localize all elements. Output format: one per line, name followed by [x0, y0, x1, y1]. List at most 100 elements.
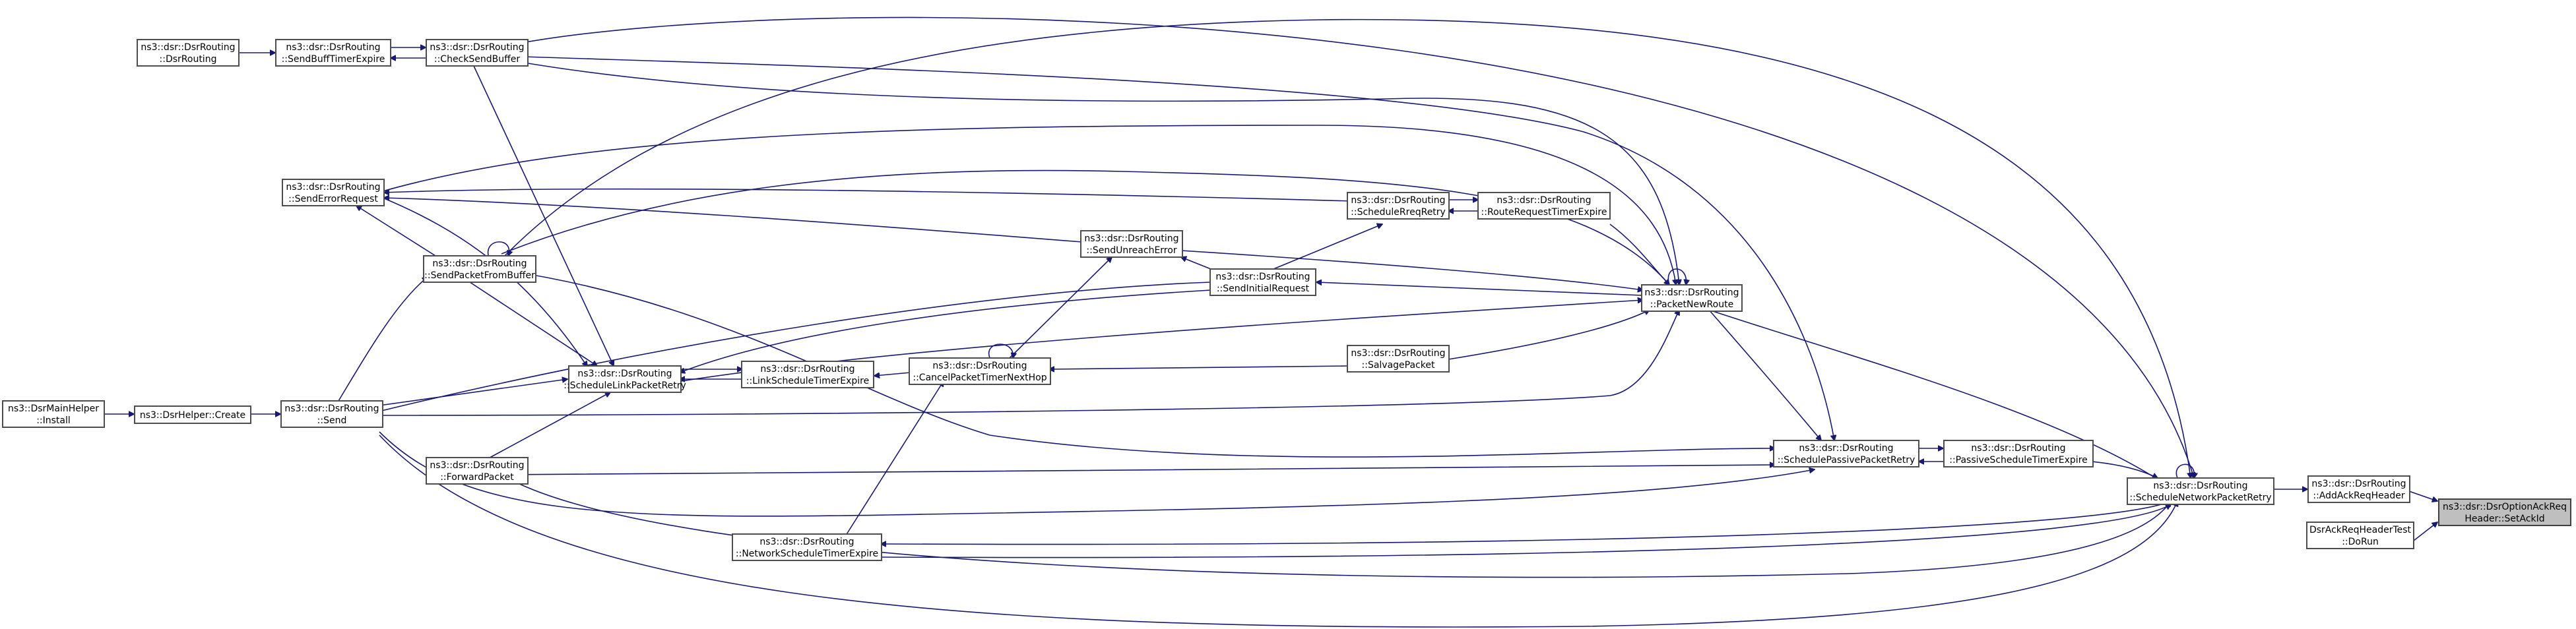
svg-text:ns3::dsr::DsrRouting: ns3::dsr::DsrRouting	[1215, 272, 1310, 282]
svg-text:::Send: ::Send	[317, 415, 347, 426]
node-cancelpackettimernexthop[interactable]: ns3::dsr::DsrRouting ::CancelPacketTimer…	[909, 357, 1051, 385]
svg-text:ns3::dsr::DsrRouting: ns3::dsr::DsrRouting	[1971, 443, 2065, 454]
svg-text:ns3::dsr::DsrRouting: ns3::dsr::DsrRouting	[430, 460, 524, 471]
svg-text:ns3::dsr::DsrRouting: ns3::dsr::DsrRouting	[284, 404, 379, 414]
edge-send-sendpacketfrombuffer	[336, 277, 428, 405]
svg-text:ns3::dsr::DsrRouting: ns3::dsr::DsrRouting	[932, 361, 1027, 371]
svg-text:ns3::dsr::DsrRouting: ns3::dsr::DsrRouting	[1497, 195, 1591, 206]
edge-networkscheduletimer-cancelpacket	[844, 381, 944, 538]
edge-sendpacketfrombuffer-packetnewroute	[501, 169, 1669, 285]
svg-text:::RouteRequestTimerExpire: ::RouteRequestTimerExpire	[1481, 207, 1607, 218]
svg-text:::ScheduleLinkPacketRetry: ::ScheduleLinkPacketRetry	[564, 380, 686, 391]
edge-dorun-setackid	[2413, 522, 2437, 541]
edge-cancelpacket-self	[988, 344, 1014, 358]
svg-text:::PassiveScheduleTimerExpire: ::PassiveScheduleTimerExpire	[1949, 455, 2088, 465]
node-dsrmainhelper-install[interactable]: ns3::DsrMainHelper ::Install	[2, 400, 105, 428]
edge-passivetimer-snpr	[2091, 461, 2158, 478]
edge-forwardpacket-scheduleLinkPacketRetry	[484, 392, 610, 461]
node-salvagepacket[interactable]: ns3::dsr::DsrRouting ::SalvagePacket	[1347, 345, 1450, 373]
svg-text:ns3::dsr::DsrRouting: ns3::dsr::DsrRouting	[759, 537, 854, 547]
edge-sendinitialrequest-scheduleLinkPacketRetry	[680, 289, 1211, 373]
svg-text:::DoRun: ::DoRun	[2342, 537, 2379, 547]
svg-text:::SchedulePassivePacketRetry: ::SchedulePassivePacketRetry	[1778, 455, 1916, 465]
edge-packetnewroute-sendinitialrequest	[1316, 282, 1644, 296]
node-linkscheduletimerexpire[interactable]: ns3::dsr::DsrRouting ::LinkScheduleTimer…	[741, 361, 874, 388]
edge-cancelpacket-linkscheduletimer	[874, 372, 911, 376]
svg-text:ns3::dsr::DsrRouting: ns3::dsr::DsrRouting	[141, 42, 235, 53]
edge-salvagepacket-packetnewroute	[1448, 310, 1650, 360]
svg-text:ns3::dsr::DsrRouting: ns3::dsr::DsrRouting	[2153, 481, 2247, 491]
edge-send-scheduleLinkPacketRetry	[379, 379, 567, 406]
edge-cancelpacket-sendunreacherror	[1009, 257, 1112, 359]
node-dsrhelper-create[interactable]: ns3::DsrHelper::Create	[134, 405, 251, 424]
svg-text:ns3::dsr::DsrRouting: ns3::dsr::DsrRouting	[1084, 233, 1178, 244]
svg-text:DsrAckReqHeaderTest: DsrAckReqHeaderTest	[2309, 525, 2412, 535]
svg-text:::CancelPacketTimerNextHop: ::CancelPacketTimerNextHop	[913, 373, 1046, 383]
node-send[interactable]: ns3::dsr::DsrRouting ::Send	[280, 400, 383, 428]
svg-text:ns3::dsr::DsrRouting: ns3::dsr::DsrRouting	[1644, 287, 1739, 298]
svg-text:ns3::dsr::DsrRouting: ns3::dsr::DsrRouting	[1799, 443, 1893, 454]
svg-text:::DsrRouting: ::DsrRouting	[160, 54, 217, 65]
node-layer: ns3::dsr::DsrOptionAckReq Header::SetAck…	[2, 39, 2571, 561]
edge-senderrorrequest-packetnewroute	[382, 125, 1676, 285]
edge-checksendbuffer-scheduleLinkPacketRetry	[473, 65, 614, 366]
node-checksendbuffer[interactable]: ns3::dsr::DsrRouting ::CheckSendBuffer	[426, 39, 529, 67]
edge-forwardpacket-sppr	[501, 465, 1775, 475]
node-schedulepassivepacketretry[interactable]: ns3::dsr::DsrRouting ::SchedulePassivePa…	[1773, 440, 1919, 467]
edge-sendinitialrequest-sendpacketfrombuffer	[376, 282, 1211, 412]
node-schedulelinkpacketretry[interactable]: ns3::dsr::DsrRouting ::ScheduleLinkPacke…	[564, 365, 686, 393]
svg-text:::SendUnreachError: ::SendUnreachError	[1086, 245, 1176, 256]
node-schedulenetworkpacketretry[interactable]: ns3::dsr::DsrRouting ::ScheduleNetworkPa…	[2127, 477, 2274, 505]
node-setackid[interactable]: ns3::dsr::DsrOptionAckReq Header::SetAck…	[2438, 498, 2571, 526]
svg-text:ns3::dsr::DsrRouting: ns3::dsr::DsrRouting	[286, 182, 380, 193]
node-dorun[interactable]: DsrAckReqHeaderTest ::DoRun	[2306, 522, 2414, 549]
svg-text:::SendPacketFromBuffer: ::SendPacketFromBuffer	[424, 270, 535, 281]
svg-text:ns3::dsr::DsrRouting: ns3::dsr::DsrRouting	[432, 258, 527, 269]
edge-packetnewroute-sppr	[1708, 309, 1821, 440]
edge-checksendbuffer-snpr	[504, 16, 2194, 478]
edge-schedulerreqretry-senderrorrequest	[384, 188, 1353, 202]
edge-layer	[104, 16, 2437, 628]
edge-send-snpr	[379, 434, 2177, 628]
edge-snpr-networkscheduletimer	[881, 500, 2172, 545]
node-packetnewroute[interactable]: ns3::dsr::DsrRouting ::PacketNewRoute	[1641, 284, 1743, 312]
edge-sendpacketfrombuffer-self	[487, 241, 509, 256]
svg-text:ns3::dsr::DsrRouting: ns3::dsr::DsrRouting	[1351, 195, 1445, 206]
edge-sendunreacherror-packetnewroute	[1180, 250, 1643, 290]
svg-text:::AddAckReqHeader: ::AddAckReqHeader	[2313, 491, 2404, 501]
node-sendpacketfrombuffer[interactable]: ns3::dsr::DsrRouting ::SendPacketFromBuf…	[423, 255, 536, 283]
edge-sendpacketfrombuffer-sppr	[504, 270, 1775, 458]
node-networkscheduletimerexpire[interactable]: ns3::dsr::DsrRouting ::NetworkScheduleTi…	[732, 533, 882, 561]
edge-forwardpacket-snpr	[501, 474, 2171, 578]
svg-text:ns3::dsr::DsrRouting: ns3::dsr::DsrRouting	[577, 369, 672, 379]
svg-text:::SendBuffTimerExpire: ::SendBuffTimerExpire	[282, 54, 385, 65]
svg-text:::LinkScheduleTimerExpire: ::LinkScheduleTimerExpire	[746, 376, 869, 386]
edge-salvagepacket-cancelpacket	[1049, 365, 1350, 369]
edge-sendunreacherror-senderrorrequest	[384, 198, 1083, 243]
edge-sendpacketfrombuffer-snpr	[504, 18, 2191, 478]
node-dsrrouting[interactable]: ns3::dsr::DsrRouting ::DsrRouting	[137, 39, 240, 67]
node-forwardpacket[interactable]: ns3::dsr::DsrRouting ::ForwardPacket	[426, 457, 529, 485]
node-routerequesttimerexpire[interactable]: ns3::dsr::DsrRouting ::RouteRequestTimer…	[1477, 192, 1611, 220]
node-sendinitialrequest[interactable]: ns3::dsr::DsrRouting ::SendInitialReques…	[1209, 268, 1316, 296]
svg-text:::SendErrorRequest: ::SendErrorRequest	[288, 194, 378, 204]
node-passivescheduletimerexpire[interactable]: ns3::dsr::DsrRouting ::PassiveScheduleTi…	[1943, 440, 2094, 467]
edge-sendinitialrequest-sendunreacherror	[1181, 257, 1211, 270]
node-addackreqheader[interactable]: ns3::dsr::DsrRouting ::AddAckReqHeader	[2307, 475, 2410, 503]
svg-text:ns3::dsr::DsrRouting: ns3::dsr::DsrRouting	[430, 42, 524, 53]
node-schedulerreqretry[interactable]: ns3::dsr::DsrRouting ::ScheduleRreqRetry	[1347, 192, 1450, 220]
edge-networkscheduletimer-snpr	[880, 504, 2171, 558]
edge-checksendbuffer-packetnewroute	[504, 59, 1679, 285]
svg-text:ns3::dsr::DsrRouting: ns3::dsr::DsrRouting	[760, 364, 854, 374]
svg-text:::ScheduleRreqRetry: ::ScheduleRreqRetry	[1351, 207, 1446, 218]
node-sendunreacherror[interactable]: ns3::dsr::DsrRouting ::SendUnreachError	[1080, 230, 1183, 258]
edge-packetnewroute-snpr	[1708, 309, 2158, 479]
node-sendbufftimerexpire[interactable]: ns3::dsr::DsrRouting ::SendBuffTimerExpi…	[275, 39, 391, 67]
edge-sendpacketfrombuffer-scheduleLinkPacketRetry	[461, 276, 597, 366]
svg-text:Header::SetAckId: Header::SetAckId	[2464, 514, 2544, 524]
svg-text:::ScheduleNetworkPacketRetry: ::ScheduleNetworkPacketRetry	[2129, 493, 2271, 503]
edge-checksendbuffer-sppr	[504, 55, 1834, 440]
node-senderrorrequest[interactable]: ns3::dsr::DsrRouting ::SendErrorRequest	[282, 179, 385, 206]
svg-text:::SalvagePacket: ::SalvagePacket	[1362, 360, 1435, 371]
